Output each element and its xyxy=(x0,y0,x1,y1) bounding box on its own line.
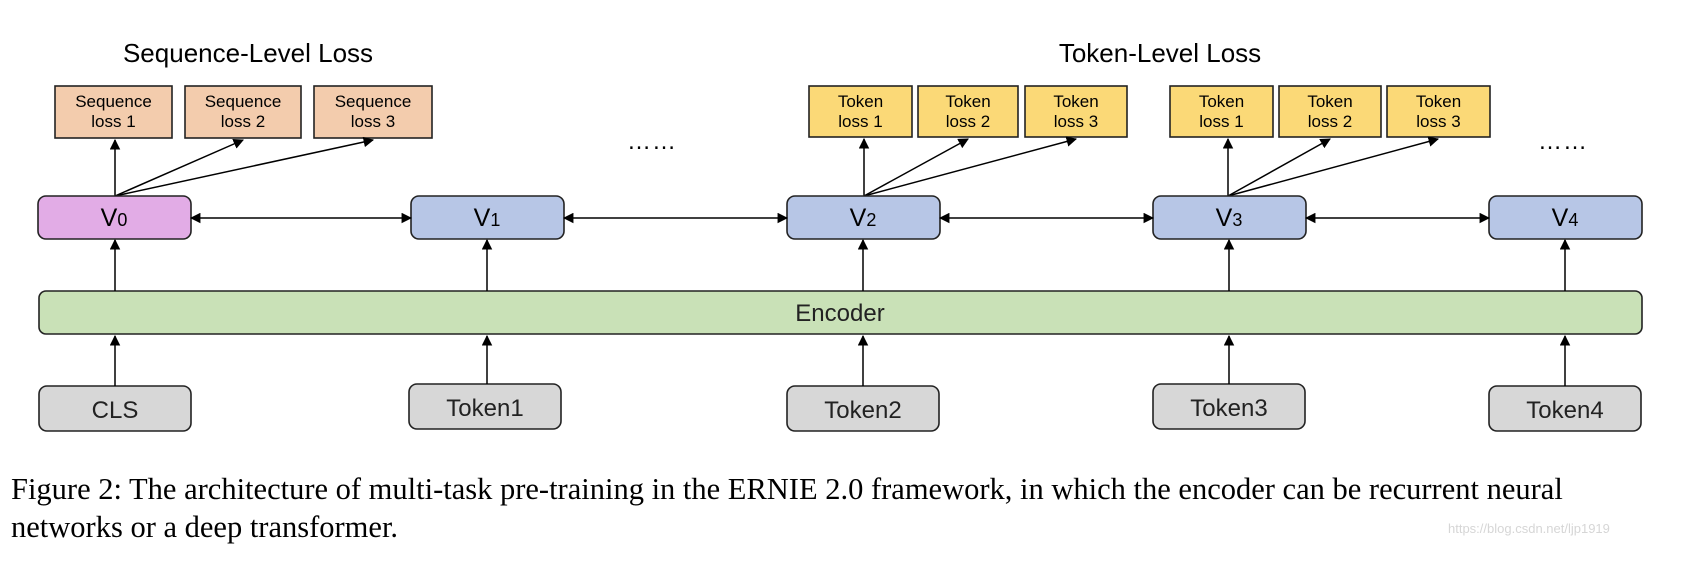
vector-v1: V1 xyxy=(410,195,565,240)
encoder-label: Encoder xyxy=(795,300,884,327)
token-loss-a-2-label: Token xyxy=(945,92,990,111)
svg-text:V2: V2 xyxy=(850,204,877,232)
vector-v0: V0 xyxy=(37,195,192,240)
token-loss-b-3-sublabel: loss 3 xyxy=(1416,112,1460,131)
v3-label: V xyxy=(1216,204,1233,232)
token-loss-a-box-3: Token loss 3 xyxy=(1024,85,1128,138)
token-loss-a-box-1: Token loss 1 xyxy=(808,85,913,138)
sequence-loss-box-1: Sequence loss 1 xyxy=(54,85,173,139)
sequence-loss-box-2: Sequence loss 2 xyxy=(184,85,302,139)
input-token4: Token4 xyxy=(1488,385,1642,432)
token-loss-a-1-sublabel: loss 1 xyxy=(838,112,882,131)
figure-caption: Figure 2: The architecture of multi-task… xyxy=(11,472,1563,544)
sequence-loss-1-sublabel: loss 1 xyxy=(91,112,135,131)
sequence-loss-box-3: Sequence loss 3 xyxy=(313,85,433,139)
input-token4-label: Token4 xyxy=(1526,397,1603,424)
v4-label: V xyxy=(1552,204,1569,232)
encoder-block: Encoder xyxy=(38,290,1643,335)
svg-text:V4: V4 xyxy=(1552,204,1579,232)
v1-label: V xyxy=(474,204,491,232)
input-cls: CLS xyxy=(38,385,192,432)
v0-label: V xyxy=(101,204,118,232)
input-token1-label: Token1 xyxy=(446,395,523,422)
svg-text:V1: V1 xyxy=(474,204,501,232)
input-token2: Token2 xyxy=(786,385,940,432)
token-loss-b-2-label: Token xyxy=(1307,92,1352,111)
input-token1: Token1 xyxy=(408,383,562,430)
ellipsis-middle: …… xyxy=(627,128,677,155)
input-token2-label: Token2 xyxy=(824,397,901,424)
sequence-loss-3-label: Sequence xyxy=(335,92,412,111)
v0-subscript: 0 xyxy=(117,210,127,230)
token-loss-a-3-label: Token xyxy=(1053,92,1098,111)
token-loss-b-box-1: Token loss 1 xyxy=(1169,85,1274,138)
svg-text:V3: V3 xyxy=(1216,204,1243,232)
v2-subscript: 2 xyxy=(866,210,876,230)
v1-subscript: 1 xyxy=(490,210,500,230)
sequence-loss-3-sublabel: loss 3 xyxy=(351,112,395,131)
sequence-loss-2-label: Sequence xyxy=(205,92,282,111)
sequence-level-loss-heading: Sequence-Level Loss xyxy=(123,38,373,68)
v4-subscript: 4 xyxy=(1568,210,1578,230)
token-loss-a-3-sublabel: loss 3 xyxy=(1054,112,1098,131)
input-to-encoder-arrows xyxy=(109,334,1571,386)
token-level-loss-heading: Token-Level Loss xyxy=(1059,38,1261,68)
vector-v3: V3 xyxy=(1152,195,1307,240)
token-loss-b-box-3: Token loss 3 xyxy=(1386,85,1491,138)
loss-arrows xyxy=(109,136,1440,197)
input-token3-label: Token3 xyxy=(1190,395,1267,422)
token-loss-b-box-2: Token loss 2 xyxy=(1278,85,1382,138)
svg-text:V0: V0 xyxy=(101,204,128,232)
token-loss-a-1-label: Token xyxy=(838,92,883,111)
token-loss-b-2-sublabel: loss 2 xyxy=(1308,112,1352,131)
input-token3: Token3 xyxy=(1152,383,1306,430)
encoder-to-vector-arrows xyxy=(109,238,1571,291)
sequence-loss-2-sublabel: loss 2 xyxy=(221,112,265,131)
token-loss-a-2-sublabel: loss 2 xyxy=(946,112,990,131)
architecture-diagram: Sequence-Level Loss Token-Level Loss Seq… xyxy=(37,38,1643,432)
vector-v4: V4 xyxy=(1488,195,1643,240)
v2-label: V xyxy=(850,204,867,232)
sequence-loss-1-label: Sequence xyxy=(75,92,152,111)
token-loss-a-box-2: Token loss 2 xyxy=(917,85,1019,138)
input-cls-label: CLS xyxy=(92,397,139,424)
token-loss-b-1-sublabel: loss 1 xyxy=(1199,112,1243,131)
watermark: https://blog.csdn.net/ljp1919 xyxy=(1448,521,1610,536)
vector-v2: V2 xyxy=(786,195,941,240)
token-loss-b-1-label: Token xyxy=(1199,92,1244,111)
token-loss-b-3-label: Token xyxy=(1416,92,1461,111)
ellipsis-right: …… xyxy=(1538,128,1588,155)
v3-subscript: 3 xyxy=(1232,210,1242,230)
